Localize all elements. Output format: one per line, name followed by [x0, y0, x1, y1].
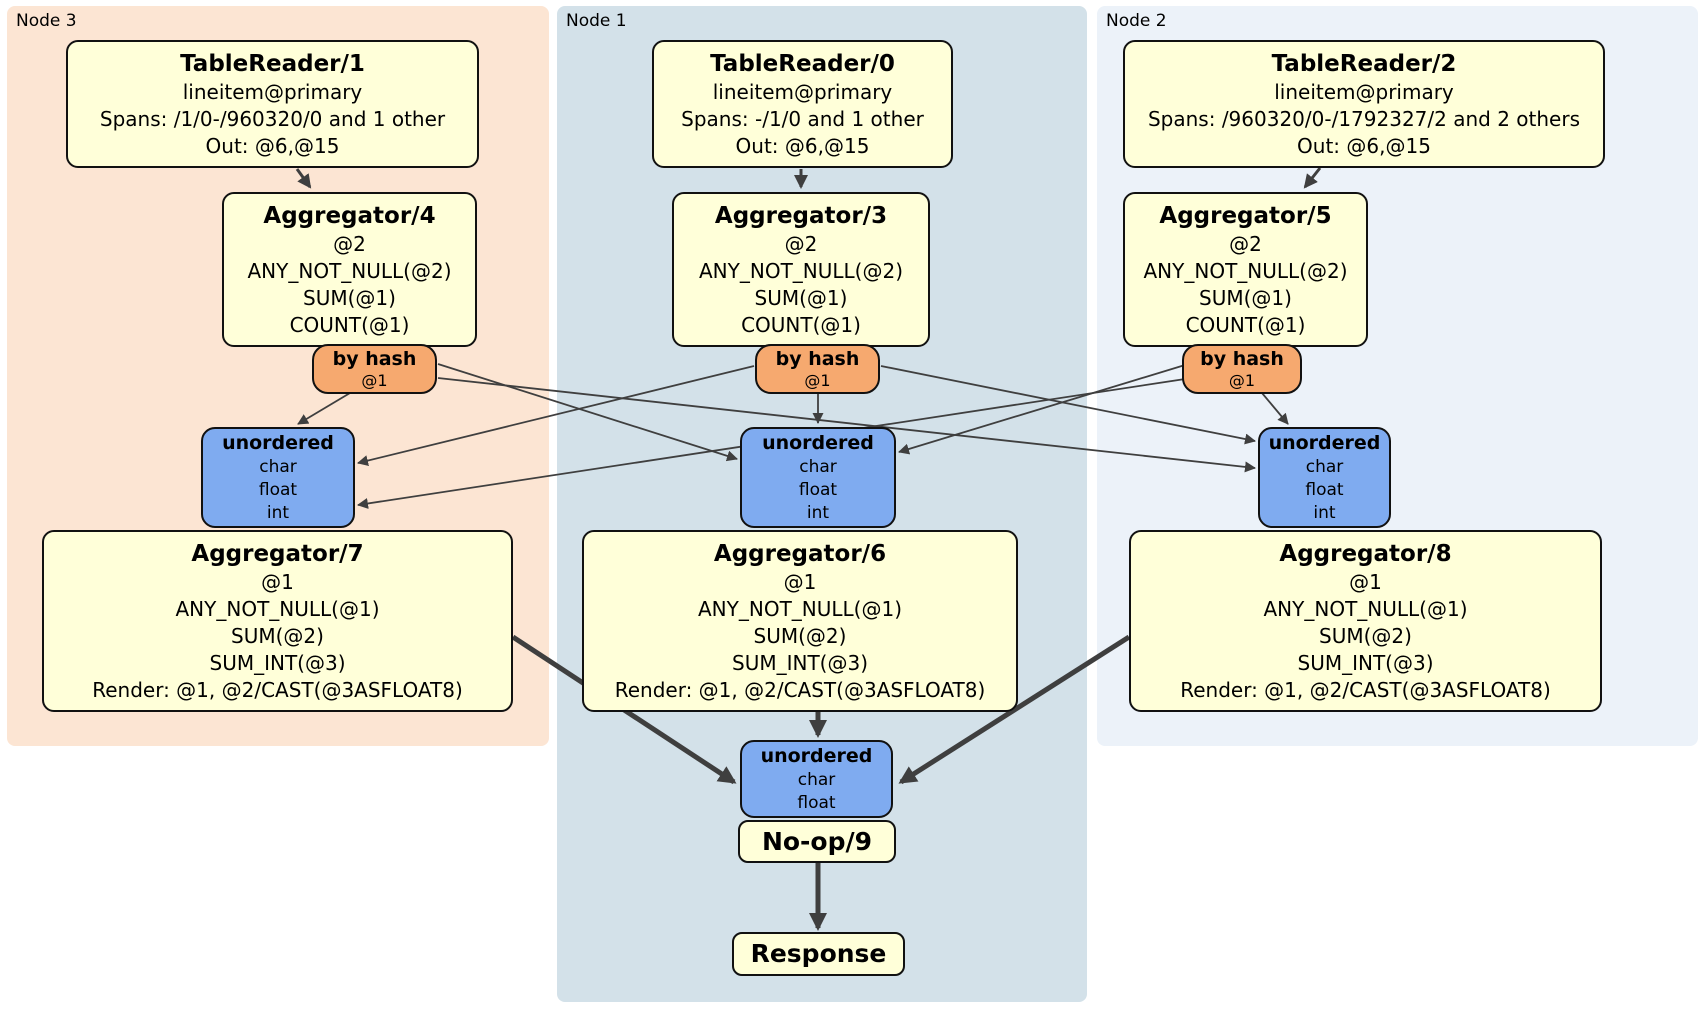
sync-title: unordered [1268, 431, 1381, 454]
sync-title: unordered [762, 431, 874, 454]
box-title: TableReader/1 [180, 50, 365, 77]
box-line: ANY_NOT_NULL(@1) [698, 596, 902, 621]
sync-title: unordered [760, 744, 873, 767]
sync-line: float [798, 479, 838, 500]
hash-router-node3: by hash @1 [312, 344, 437, 394]
box-line: @1 [261, 569, 294, 594]
aggregator-8-box: Aggregator/8 @1 ANY_NOT_NULL(@1) SUM(@2)… [1129, 530, 1602, 712]
aggregator-4-box: Aggregator/4 @2 ANY_NOT_NULL(@2) SUM(@1)… [222, 192, 477, 347]
sync-line: int [806, 502, 830, 523]
router-title: by hash [1200, 348, 1284, 370]
box-line: SUM(@1) [303, 285, 396, 310]
sync-line: char [799, 456, 837, 477]
box-line: SUM(@2) [1319, 623, 1412, 648]
box-line: Render: @1, @2/CAST(@3ASFLOAT8) [1180, 677, 1551, 702]
hash-router-node1: by hash @1 [755, 344, 880, 394]
box-title: TableReader/2 [1271, 50, 1457, 77]
box-line: Out: @6,@15 [735, 133, 870, 158]
router-line: @1 [804, 371, 831, 390]
box-title: Aggregator/6 [713, 540, 887, 567]
unordered-sync-node3: unordered char float int [201, 427, 355, 528]
box-title: TableReader/0 [710, 50, 895, 77]
sync-line: float [797, 792, 836, 813]
box-line: COUNT(@1) [289, 312, 410, 337]
box-line: ANY_NOT_NULL(@2) [699, 258, 903, 283]
box-line: SUM(@1) [754, 285, 848, 310]
box-line: SUM_INT(@3) [209, 650, 346, 675]
sync-title: unordered [222, 431, 334, 454]
box-line: @2 [333, 231, 366, 256]
tablereader-0-box: TableReader/0 lineitem@primary Spans: -/… [652, 40, 953, 168]
box-line: Out: @6,@15 [1297, 133, 1431, 158]
box-line: @1 [1349, 569, 1382, 594]
aggregator-3-box: Aggregator/3 @2 ANY_NOT_NULL(@2) SUM(@1)… [672, 192, 930, 347]
box-line: @2 [784, 231, 818, 256]
box-line: SUM(@1) [1199, 285, 1292, 310]
box-line: Render: @1, @2/CAST(@3ASFLOAT8) [92, 677, 463, 702]
box-title: Aggregator/4 [263, 202, 436, 229]
sync-line: float [258, 479, 298, 500]
node3-label: Node 3 [16, 11, 77, 31]
sync-line: char [259, 456, 297, 477]
aggregator-5-box: Aggregator/5 @2 ANY_NOT_NULL(@2) SUM(@1)… [1123, 192, 1368, 347]
node1-label: Node 1 [566, 11, 627, 31]
box-title: Aggregator/7 [191, 540, 364, 567]
box-line: ANY_NOT_NULL(@1) [175, 596, 380, 621]
box-line: lineitem@primary [182, 79, 363, 104]
box-title: No-op/9 [761, 826, 873, 856]
router-line: @1 [361, 371, 388, 390]
box-line: @1 [783, 569, 817, 594]
unordered-sync-node2: unordered char float int [1258, 427, 1391, 528]
box-line: lineitem@primary [712, 79, 893, 104]
box-line: SUM_INT(@3) [1297, 650, 1434, 675]
aggregator-7-box: Aggregator/7 @1 ANY_NOT_NULL(@1) SUM(@2)… [42, 530, 513, 712]
tablereader-2-box: TableReader/2 lineitem@primary Spans: /9… [1123, 40, 1605, 168]
unordered-sync-node1: unordered char float int [740, 427, 896, 528]
box-line: Render: @1, @2/CAST(@3ASFLOAT8) [614, 677, 986, 702]
node2-label: Node 2 [1106, 11, 1167, 31]
box-title: Aggregator/3 [714, 202, 888, 229]
box-line: ANY_NOT_NULL(@2) [1143, 258, 1348, 283]
unordered-sync-final: unordered char float [740, 740, 893, 818]
box-title: Aggregator/5 [1159, 202, 1332, 229]
router-line: @1 [1228, 371, 1256, 390]
box-line: Spans: /960320/0-/1792327/2 and 2 others [1147, 106, 1580, 131]
router-title: by hash [775, 348, 860, 370]
sync-line: int [1313, 502, 1336, 523]
sync-line: float [1305, 479, 1344, 500]
router-title: by hash [332, 348, 417, 370]
box-line: SUM(@2) [753, 623, 847, 648]
box-title: Response [750, 939, 887, 968]
box-title: Aggregator/8 [1279, 540, 1452, 567]
box-line: COUNT(@1) [1185, 312, 1306, 337]
box-line: Out: @6,@15 [205, 133, 340, 158]
box-line: COUNT(@1) [741, 312, 861, 337]
sync-line: int [266, 502, 290, 523]
box-line: lineitem@primary [1274, 79, 1454, 104]
box-line: ANY_NOT_NULL(@2) [247, 258, 452, 283]
box-line: SUM_INT(@3) [732, 650, 868, 675]
response-box: Response [732, 932, 905, 976]
box-line: Spans: /1/0-/960320/0 and 1 other [99, 106, 446, 131]
sync-line: char [1305, 456, 1344, 477]
aggregator-6-box: Aggregator/6 @1 ANY_NOT_NULL(@1) SUM(@2)… [582, 530, 1018, 712]
noop-9-box: No-op/9 [738, 820, 896, 863]
tablereader-1-box: TableReader/1 lineitem@primary Spans: /1… [66, 40, 479, 168]
sync-line: char [797, 769, 836, 790]
hash-router-node2: by hash @1 [1182, 344, 1302, 394]
box-line: @2 [1229, 231, 1262, 256]
box-line: ANY_NOT_NULL(@1) [1263, 596, 1468, 621]
box-line: SUM(@2) [231, 623, 324, 648]
box-line: Spans: -/1/0 and 1 other [681, 106, 924, 131]
